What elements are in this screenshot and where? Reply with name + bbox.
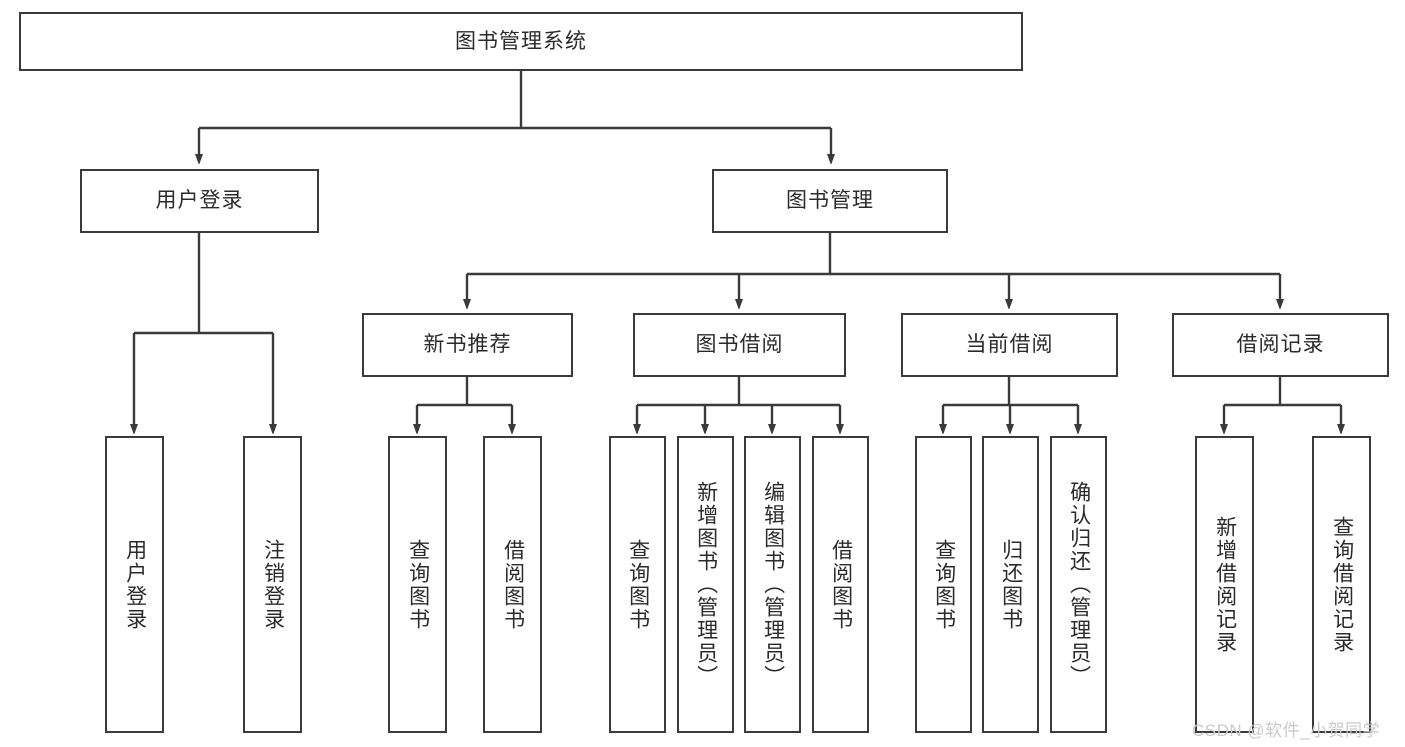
- leaf-borrow-book-1-label: 借阅图书: [501, 538, 525, 631]
- node-book-management-label: 图书管理: [786, 189, 874, 213]
- leaf-query-borrow-record-label: 查询借阅记录: [1330, 515, 1354, 654]
- leaf-return-book[interactable]: 归还图书: [982, 436, 1039, 733]
- leaf-query-book-1-label: 查询图书: [406, 538, 430, 631]
- leaf-query-book-3[interactable]: 查询图书: [915, 436, 972, 733]
- node-root-label: 图书管理系统: [455, 29, 587, 53]
- leaf-add-book-admin[interactable]: 新增图书（管理员）: [677, 436, 734, 733]
- node-book-management[interactable]: 图书管理: [712, 169, 948, 233]
- leaf-borrow-book-2[interactable]: 借阅图书: [812, 436, 869, 733]
- node-new-book-recommend-label: 新书推荐: [423, 333, 512, 357]
- node-user-login-label: 用户登录: [155, 189, 244, 213]
- leaf-add-book-admin-label: 新增图书（管理员）: [694, 481, 718, 688]
- leaf-query-book-2-label: 查询图书: [626, 538, 650, 631]
- leaf-query-book-2[interactable]: 查询图书: [609, 436, 666, 733]
- leaf-return-book-label: 归还图书: [999, 538, 1023, 631]
- leaf-confirm-return-admin-label: 确认归还（管理员）: [1067, 481, 1091, 688]
- leaf-edit-book-admin[interactable]: 编辑图书（管理员）: [744, 436, 801, 733]
- node-book-borrow-label: 图书借阅: [695, 333, 784, 357]
- leaf-user-login-label: 用户登录: [123, 538, 147, 631]
- leaf-confirm-return-admin[interactable]: 确认归还（管理员）: [1050, 436, 1107, 733]
- leaf-edit-book-admin-label: 编辑图书（管理员）: [761, 481, 785, 688]
- node-borrow-records-label: 借阅记录: [1236, 333, 1325, 357]
- node-book-borrow[interactable]: 图书借阅: [633, 313, 846, 377]
- leaf-logout-label: 注销登录: [261, 538, 285, 631]
- leaf-query-book-3-label: 查询图书: [932, 538, 956, 631]
- leaf-add-borrow-record-label: 新增借阅记录: [1213, 515, 1237, 654]
- leaf-user-login[interactable]: 用户登录: [105, 436, 164, 733]
- leaf-query-book-1[interactable]: 查询图书: [388, 436, 447, 733]
- leaf-borrow-book-1[interactable]: 借阅图书: [483, 436, 542, 733]
- node-borrow-records[interactable]: 借阅记录: [1172, 313, 1389, 377]
- node-current-borrow-label: 当前借阅: [965, 333, 1054, 357]
- node-current-borrow[interactable]: 当前借阅: [901, 313, 1118, 377]
- leaf-query-borrow-record[interactable]: 查询借阅记录: [1312, 436, 1371, 733]
- node-user-login[interactable]: 用户登录: [80, 169, 319, 233]
- leaf-borrow-book-2-label: 借阅图书: [829, 538, 853, 631]
- leaf-add-borrow-record[interactable]: 新增借阅记录: [1195, 436, 1254, 733]
- node-root[interactable]: 图书管理系统: [19, 12, 1023, 71]
- leaf-logout[interactable]: 注销登录: [243, 436, 302, 733]
- node-new-book-recommend[interactable]: 新书推荐: [362, 313, 573, 377]
